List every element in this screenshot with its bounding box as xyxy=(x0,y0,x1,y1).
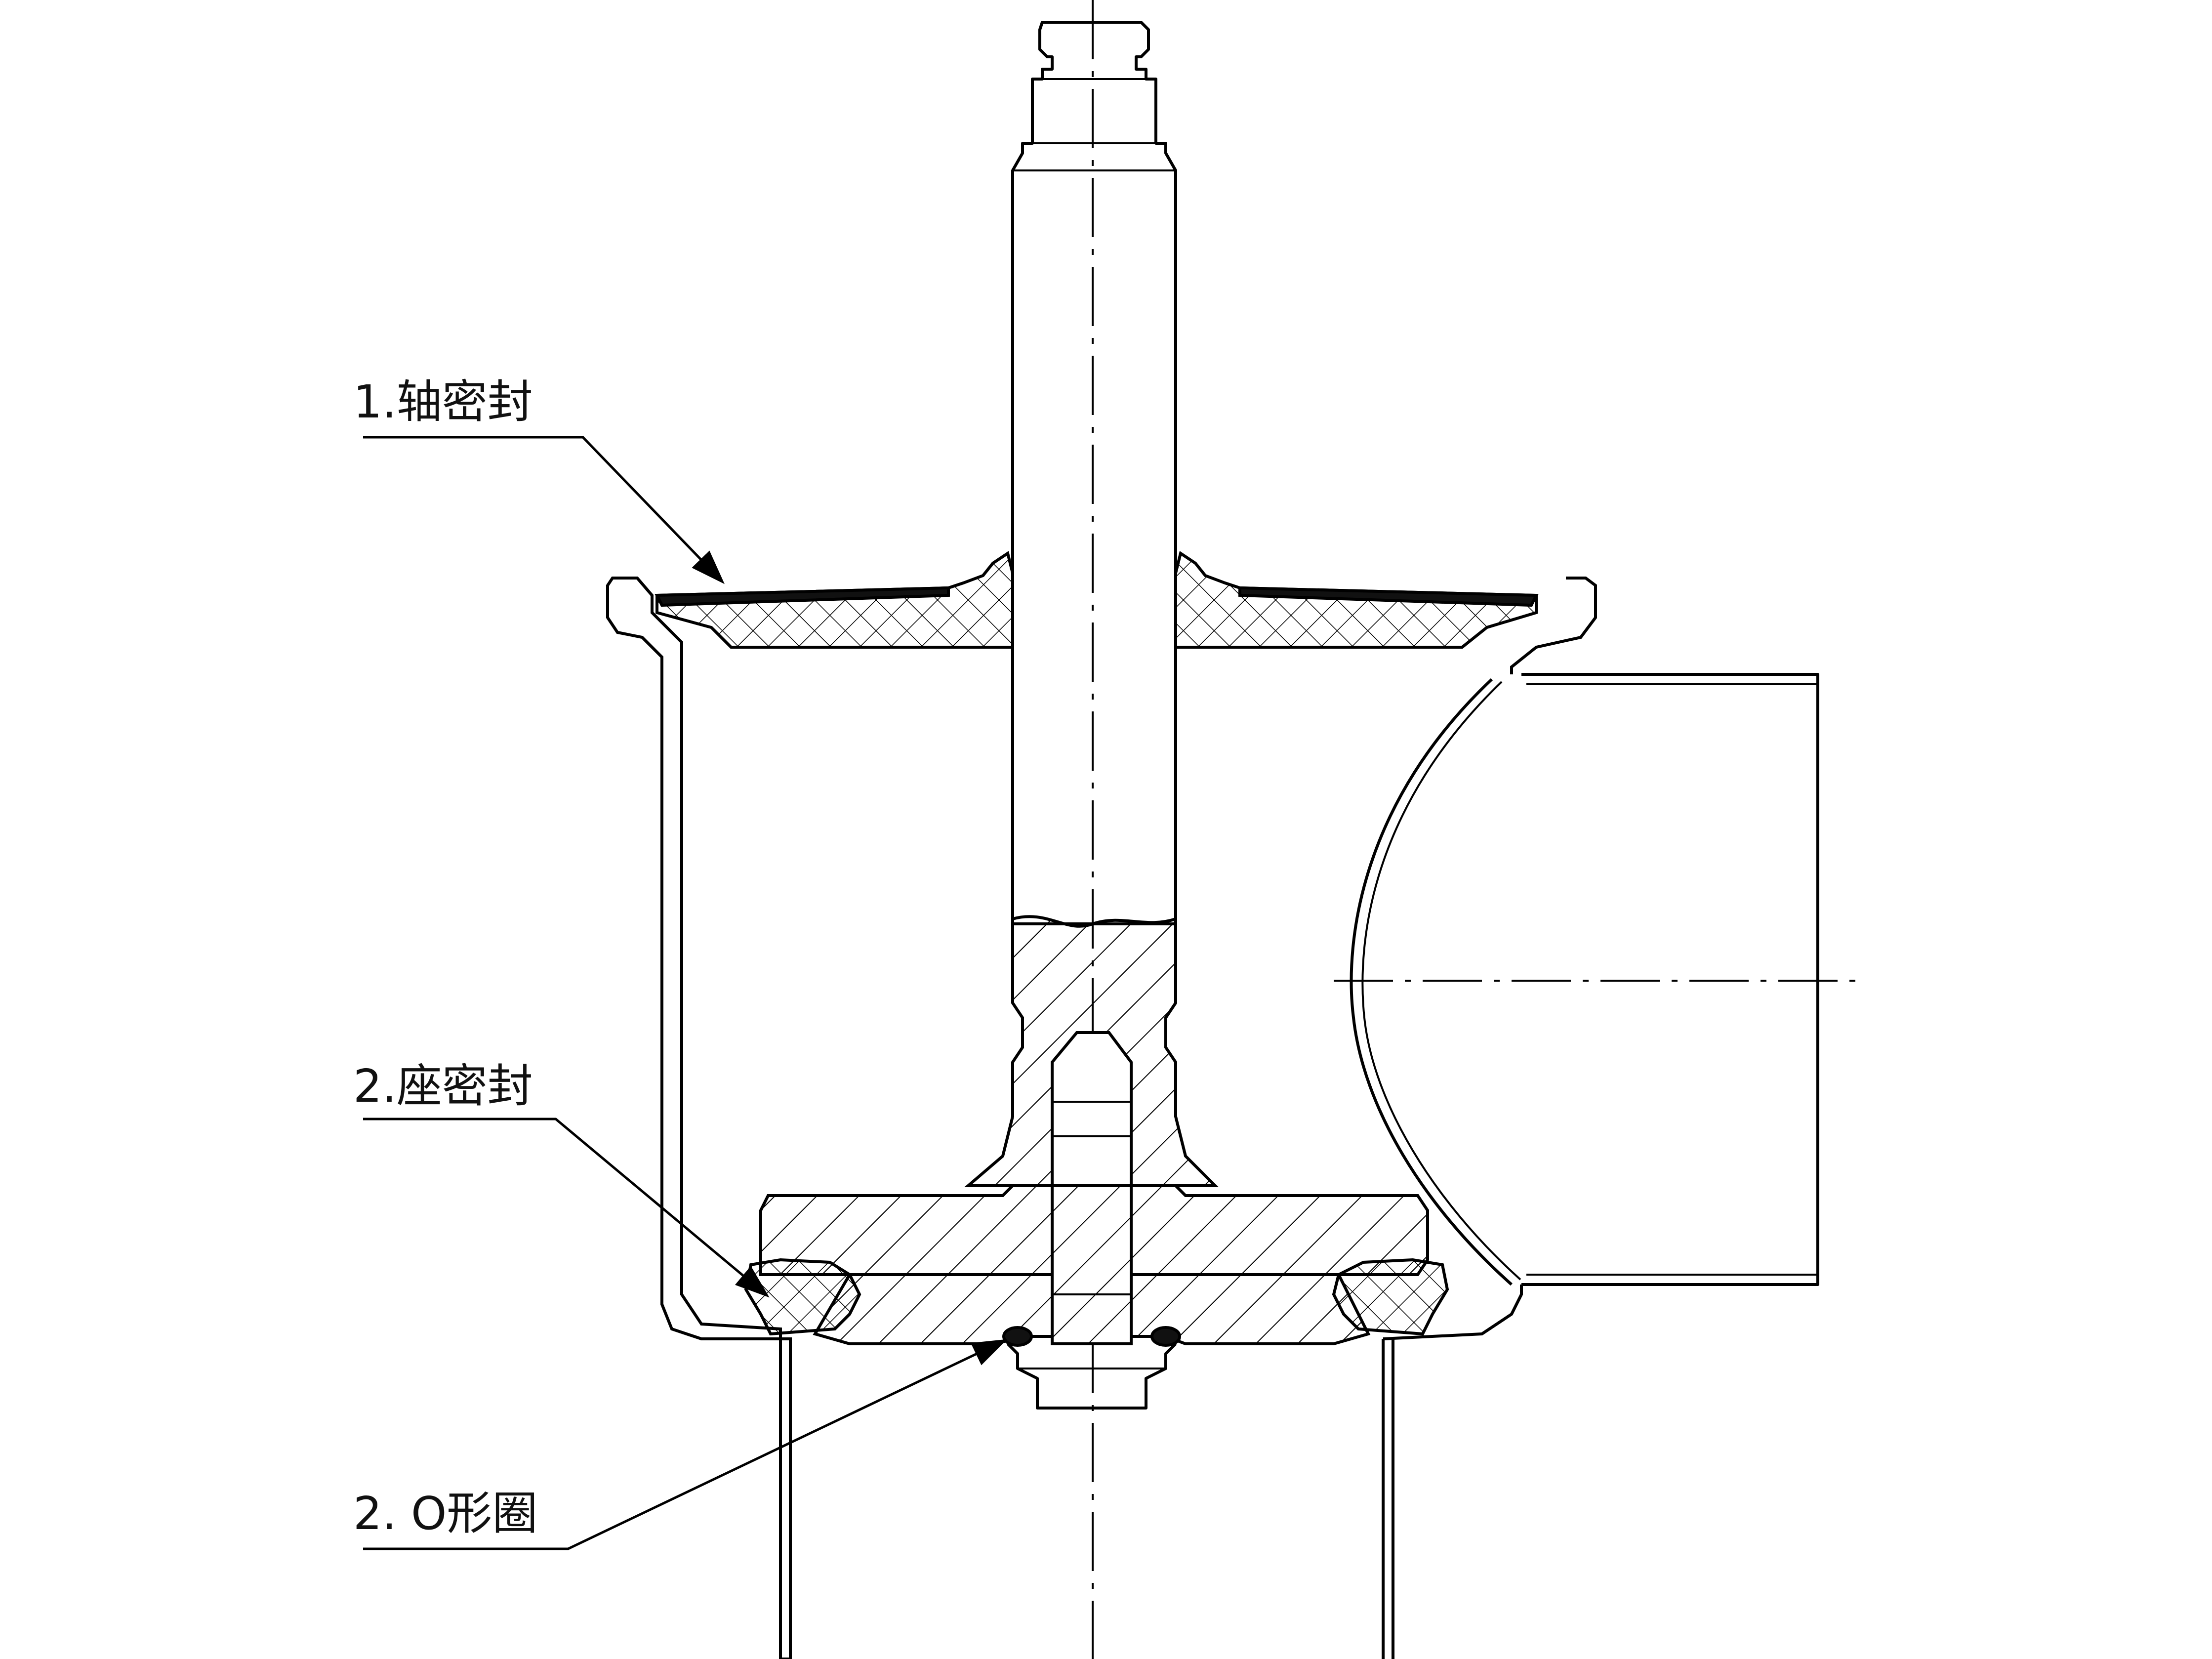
callout-o-ring: 2. O形圈 xyxy=(353,1339,1008,1550)
housing xyxy=(606,577,1597,1659)
callout-o-ring-label: 2. O形圈 xyxy=(353,1487,537,1540)
callout-shaft-seal: 1.轴密封 xyxy=(353,375,725,584)
callout-seat-seal-label: 2.座密封 xyxy=(353,1060,533,1113)
disc-and-seat xyxy=(744,1184,1449,1410)
callout-seat-seal: 2.座密封 xyxy=(353,1060,770,1298)
callout-shaft-seal-label: 1.轴密封 xyxy=(353,375,533,428)
shaft-seal xyxy=(655,551,1539,649)
outlet-pipe xyxy=(1350,673,1819,1286)
